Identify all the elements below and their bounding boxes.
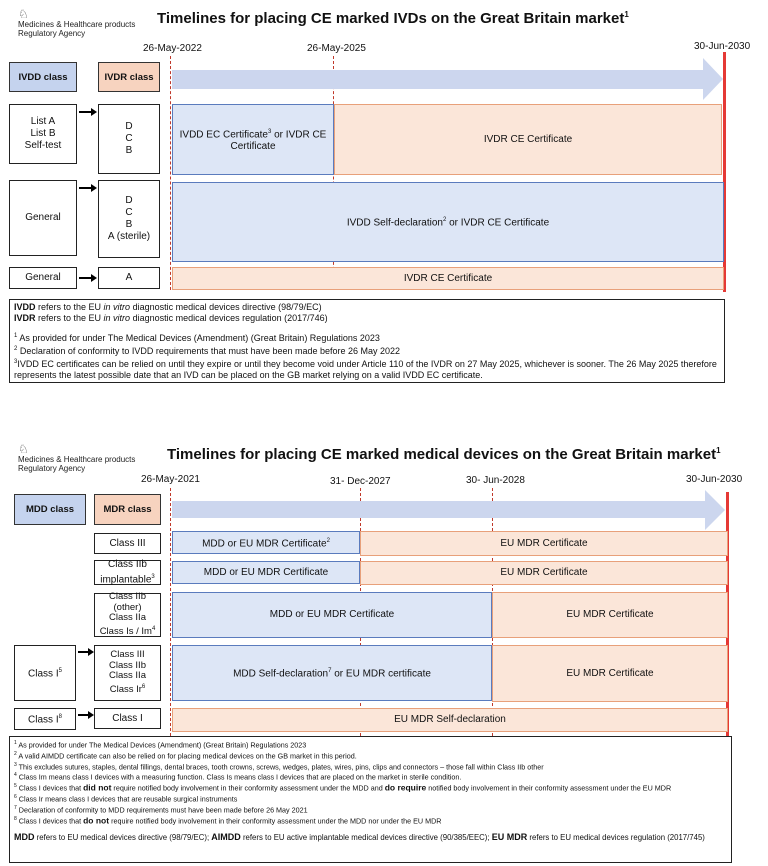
ivd-date-1: 26-May-2022 bbox=[143, 43, 202, 54]
md-date-2: 31- Dec-2027 bbox=[330, 476, 391, 487]
md-footnote-2: 2 A valid AIMDD certificate can also be … bbox=[14, 750, 357, 761]
royal-crest-icon: ♘ bbox=[18, 442, 29, 456]
md-row4-mdd-class: Class I5 bbox=[14, 645, 76, 701]
agency-name-line2: Regulatory Agency bbox=[18, 464, 86, 473]
md-footnote-8: 8 Class I devices that do not require no… bbox=[14, 814, 442, 825]
ivd-row3-ivdd-class: General bbox=[9, 267, 77, 289]
md-title: Timelines for placing CE marked medical … bbox=[167, 446, 721, 463]
ivd-date-2: 26-May-2025 bbox=[307, 43, 366, 54]
mdd-class-header: MDD class bbox=[14, 494, 86, 525]
ivd-row2-arrow bbox=[79, 184, 97, 192]
md-date-4: 30-Jun-2030 bbox=[686, 474, 743, 485]
ivdd-definition: IVDD refers to the EU in vitro diagnosti… bbox=[14, 302, 322, 312]
ivd-row1-bar-ivdd: IVDD EC Certificate3 or IVDR CE Certific… bbox=[172, 104, 334, 175]
md-footnote-4: 4 Class Im means class I devices with a … bbox=[14, 772, 462, 782]
ivd-row2-ivdr-class: D C B A (sterile) bbox=[98, 180, 160, 258]
md-row5-arrow bbox=[78, 711, 94, 719]
md-row4-arrow bbox=[78, 648, 94, 656]
agency-name-line2: Regulatory Agency bbox=[18, 29, 86, 38]
ivd-date-3: 30-Jun-2030 bbox=[694, 41, 751, 52]
md-row4-bar-mdr: EU MDR Certificate bbox=[492, 645, 728, 702]
md-row4-mdr-class: Class III Class IIb Class IIa Class Ir6 bbox=[94, 645, 161, 701]
md-row3-bar-mdr: EU MDR Certificate bbox=[492, 592, 728, 638]
md-date-3: 30- Jun-2028 bbox=[466, 475, 525, 486]
ivd-footnote-2: 2 Declaration of conformity to IVDD requ… bbox=[14, 346, 401, 356]
ivd-timeline-arrowhead bbox=[703, 58, 723, 100]
ivd-footnote-3: 3IVDD EC certificates can be relied on u… bbox=[14, 359, 717, 380]
md-date-1-line bbox=[170, 488, 171, 736]
md-footnote-5: 5 Class I devices that did not require n… bbox=[14, 782, 672, 793]
ivd-footnote-1: 1 As provided for under The Medical Devi… bbox=[14, 333, 380, 343]
md-row1-bar-mdd: MDD or EU MDR Certificate2 bbox=[172, 531, 360, 554]
ivd-row1-ivdr-class: D C B bbox=[98, 104, 160, 174]
md-row1-mdr-class: Class III bbox=[94, 533, 161, 554]
ivd-row1-bar-ivdr: IVDR CE Certificate bbox=[334, 104, 722, 175]
md-notes-box: 1 As provided for under The Medical Devi… bbox=[9, 736, 732, 863]
md-row1-bar-mdr: EU MDR Certificate bbox=[360, 531, 728, 556]
ivd-notes-box: IVDD refers to the EU in vitro diagnosti… bbox=[9, 299, 725, 383]
ivd-date-1-line bbox=[170, 56, 171, 290]
md-row2-bar-mdd: MDD or EU MDR Certificate bbox=[172, 561, 360, 584]
ivd-row2-ivdd-class: General bbox=[9, 180, 77, 256]
ivd-end-line bbox=[723, 52, 726, 292]
ivd-timeline-arrow bbox=[172, 70, 703, 89]
agency-name-line1: Medicines & Healthcare products bbox=[18, 455, 136, 464]
ivd-row1-arrow bbox=[79, 108, 97, 116]
md-row5-bar: EU MDR Self-declaration bbox=[172, 708, 728, 732]
md-row3-bar-mdd: MDD or EU MDR Certificate bbox=[172, 592, 492, 638]
md-row2-mdr-class: Class IIb implantable3 bbox=[94, 559, 161, 585]
md-footnote-1: 1 As provided for under The Medical Devi… bbox=[14, 740, 307, 750]
md-row5-mdd-class: Class I8 bbox=[14, 708, 76, 730]
ivdr-definition: IVDR refers to the EU in vitro diagnosti… bbox=[14, 313, 328, 323]
md-definitions: MDD refers to EU medical devices directi… bbox=[14, 832, 705, 843]
royal-crest-icon: ♘ bbox=[18, 7, 29, 21]
md-footnote-6: 6 Class Ir means class I devices that ar… bbox=[14, 793, 238, 804]
ivd-row3-ivdr-class: A bbox=[98, 267, 160, 289]
md-row4-bar-mdd: MDD Self-declaration7 or EU MDR certific… bbox=[172, 645, 492, 701]
md-timeline-arrowhead bbox=[705, 490, 725, 530]
ivd-row3-arrow bbox=[79, 274, 97, 282]
md-timeline-arrow bbox=[172, 501, 705, 518]
ivdr-class-header: IVDR class bbox=[98, 62, 160, 92]
mhra-logo-2: ♘ Medicines & Healthcare products Regula… bbox=[18, 443, 135, 473]
ivdd-class-header: IVDD class bbox=[9, 62, 77, 92]
md-row3-mdr-class: Class IIb (other) Class IIa Class Is / I… bbox=[94, 592, 161, 637]
md-footnote-3: 3 This excludes sutures, staples, dental… bbox=[14, 761, 544, 771]
md-date-1: 26-May-2021 bbox=[141, 474, 200, 485]
mdr-class-header: MDR class bbox=[94, 494, 161, 525]
ivd-title: Timelines for placing CE marked IVDs on … bbox=[157, 10, 629, 27]
ivd-row3-bar: IVDR CE Certificate bbox=[172, 267, 724, 290]
mhra-logo: ♘ Medicines & Healthcare products Regula… bbox=[18, 8, 135, 38]
md-row5-mdr-class: Class I bbox=[94, 708, 161, 729]
ivd-row1-ivdd-class: List A List B Self-test bbox=[9, 104, 77, 164]
ivd-row2-bar: IVDD Self-declaration2 or IVDR CE Certif… bbox=[172, 182, 724, 262]
md-row2-bar-mdr: EU MDR Certificate bbox=[360, 561, 728, 585]
agency-name-line1: Medicines & Healthcare products bbox=[18, 20, 136, 29]
md-footnote-7: 7 Declaration of conformity to MDD requi… bbox=[14, 804, 308, 815]
